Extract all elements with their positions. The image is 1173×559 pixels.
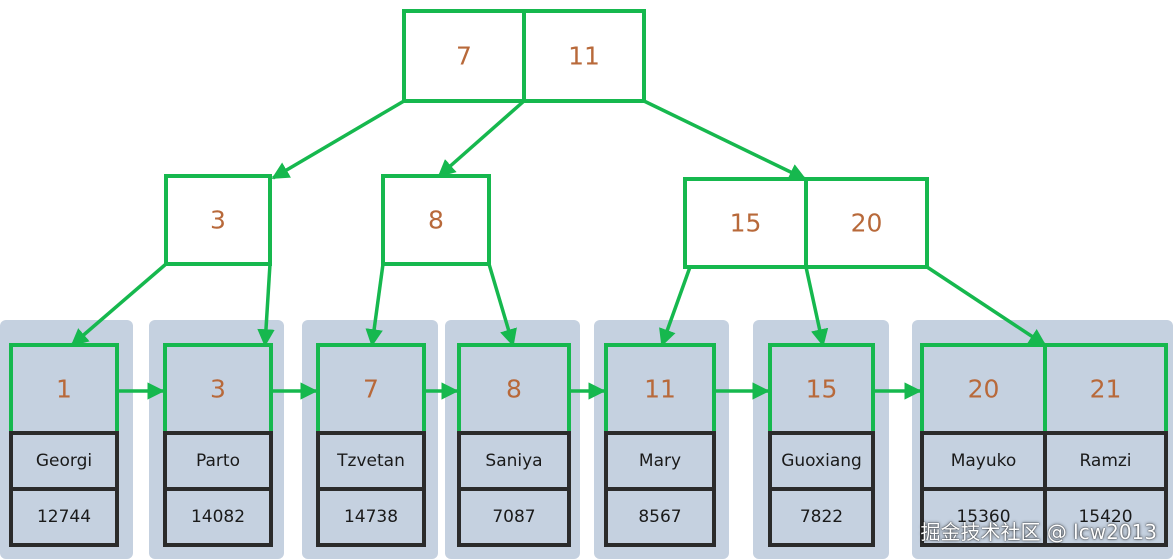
internal-2-key-label: 8 — [428, 206, 444, 235]
record-value: 14082 — [191, 507, 245, 527]
internal-3-key-cell — [683, 177, 808, 269]
root-to-internal-edge — [643, 99, 807, 181]
root-key-label: 7 — [456, 42, 472, 71]
record-name: Guoxiang — [781, 451, 862, 471]
internal-to-leaf-edge — [70, 262, 168, 347]
record-value-cell — [768, 487, 875, 547]
internal-to-leaf-edge — [257, 263, 275, 347]
leaf-key-label: 20 — [968, 375, 1000, 404]
leaf-key-label: 15 — [806, 375, 838, 404]
leaf-key-label: 11 — [644, 375, 676, 404]
leaf-key-label: 1 — [56, 375, 72, 404]
record-value: 15420 — [1078, 507, 1132, 527]
watermark: 掘金技术社区 @ lcw2013 — [920, 520, 1157, 544]
internal-3-key-label: 20 — [851, 209, 883, 238]
record-name-cell — [604, 431, 716, 491]
leaf-key-label: 21 — [1090, 375, 1122, 404]
internal-to-leaf-edge — [926, 265, 1047, 347]
leaf-key-label: 3 — [210, 375, 226, 404]
internal-to-leaf-edge — [659, 266, 692, 347]
record-value-cell — [316, 487, 426, 547]
root-node: 7 11 — [402, 9, 646, 103]
record-name: Parto — [196, 451, 240, 471]
record-value: 8567 — [638, 507, 681, 527]
record-name: Ramzi — [1079, 451, 1131, 471]
record-value-cell — [9, 487, 119, 547]
record-name: Mary — [639, 451, 681, 471]
record-name-cell — [1043, 431, 1168, 491]
record-value: 15360 — [956, 507, 1010, 527]
leaf-key-cell — [1043, 343, 1168, 435]
internal-2-node: 8 — [381, 174, 491, 266]
root-key-cell — [522, 9, 646, 103]
record-name-cell — [768, 431, 875, 491]
internal-3-key-cell — [804, 177, 929, 269]
leaf-key-cell — [920, 343, 1047, 435]
root-key-label: 11 — [568, 42, 600, 71]
leaf-key-cell — [163, 343, 273, 435]
record-value: 12744 — [37, 507, 91, 527]
record-name: Saniya — [485, 451, 542, 471]
leaf-key-cell — [457, 343, 571, 435]
record-value-cell — [457, 487, 571, 547]
internal-to-leaf-edge — [804, 266, 829, 347]
record-name: Tzvetan — [336, 451, 405, 471]
record-value: 7087 — [492, 507, 535, 527]
record-name-cell — [316, 431, 426, 491]
leaf-key-label: 7 — [363, 375, 379, 404]
root-to-internal-edge — [437, 99, 526, 178]
leaf-key-cell — [604, 343, 716, 435]
leaf-key-cell — [9, 343, 119, 435]
internal-2-key-cell — [381, 174, 491, 266]
internal-1-node: 3 — [164, 174, 272, 266]
root-key-cell — [402, 9, 526, 103]
record-value-cell — [604, 487, 716, 547]
root-to-internal-edge — [271, 99, 405, 180]
record-value-cell — [163, 487, 273, 547]
leaf-key-cell — [768, 343, 875, 435]
leaf-key-cell — [316, 343, 426, 435]
record-value: 7822 — [800, 507, 843, 527]
internal-to-leaf-edge — [487, 263, 517, 347]
internal-3-key-label: 15 — [730, 209, 762, 238]
internal-1-key-cell — [164, 174, 272, 266]
internal-to-leaf-edge — [365, 263, 385, 347]
record-name: Georgi — [36, 451, 92, 471]
leaf-key-label: 8 — [506, 375, 522, 404]
record-name: Mayuko — [951, 451, 1017, 471]
record-value: 14738 — [344, 507, 398, 527]
record-value-cell — [1043, 487, 1168, 547]
internal-1-key-label: 3 — [210, 206, 226, 235]
